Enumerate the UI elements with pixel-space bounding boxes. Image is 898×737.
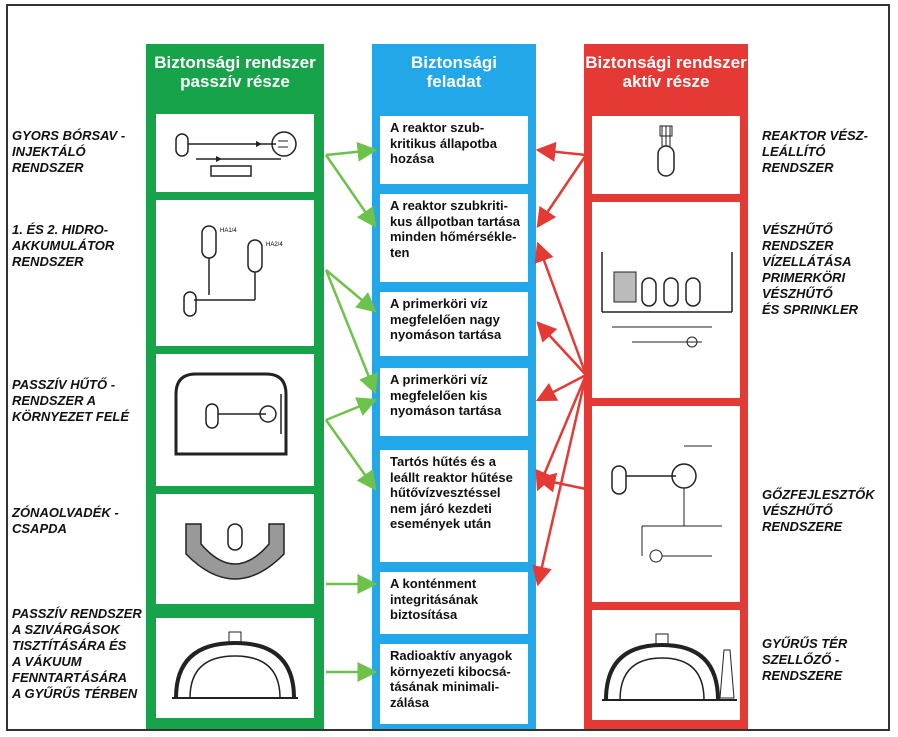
arrow-active-6 <box>535 374 588 492</box>
task-column-title: Biztonsági feladat <box>411 53 497 91</box>
arrow-active-4 <box>536 321 587 376</box>
label-annulus-passive: PASSZÍV RENDSZER A SZIVÁRGÁSOK TISZTÍTÁS… <box>12 606 142 701</box>
arrow-passive-3 <box>325 269 377 313</box>
label-core-catcher: ZÓNAOLVADÉK - CSAPDA <box>12 505 119 536</box>
emergency-cooling-schematic-icon <box>601 252 733 348</box>
arrow-active-7 <box>532 374 588 587</box>
active-diagram-scram <box>592 116 740 194</box>
label-hydro-accumulator: 1. ÉS 2. HIDRO- AKKUMULÁTOR RENDSZER <box>12 222 115 269</box>
arrow-active-2 <box>536 154 588 229</box>
passive-cooling-schematic-icon <box>174 372 288 456</box>
task-radioactive-release: Radioaktív anyagok környezeti kibocsá- t… <box>380 644 528 724</box>
active-diagram-annulus-ventilation <box>592 610 740 720</box>
arrow-passive-1 <box>325 141 378 162</box>
passive-arrows <box>324 141 378 682</box>
active-column-title: Biztonsági rendszer aktív része <box>585 53 747 91</box>
active-arrows <box>532 141 588 587</box>
label-sg-cooling: GŐZFEJLESZTŐK VÉSZHŰTŐ RENDSZERE <box>762 487 875 534</box>
label-emergency-cooling: VÉSZHŰTŐ RENDSZER VÍZELLÁTÁSA PRIMERKÖRI… <box>762 222 859 317</box>
arrow-active-1 <box>535 141 587 162</box>
active-column: Biztonsági rendszer aktív része <box>584 44 748 729</box>
arrow-active-3 <box>534 241 588 376</box>
passive-column: Biztonsági rendszer passzív része HA1/4 … <box>146 44 324 729</box>
active-diagram-emergency-cooling <box>592 202 740 398</box>
passive-diagram-core-catcher <box>156 494 314 604</box>
boric-injection-schematic-icon <box>175 131 297 177</box>
passive-diagram-boric <box>156 114 314 192</box>
task-high-pressure: A primerköri víz megfelelően nagy nyomás… <box>380 292 528 356</box>
scram-schematic-icon <box>657 125 675 177</box>
arrow-active-5 <box>535 373 587 402</box>
task-low-pressure: A primerköri víz megfelelően kis nyomáso… <box>380 368 528 436</box>
diagram-frame <box>6 4 890 731</box>
steam-generator-cooling-schematic-icon <box>611 445 722 563</box>
passive-diagram-annulus <box>156 618 314 718</box>
label-boric-acid-injection: GYORS BÓRSAV - INJEKTÁLÓ RENDSZER <box>12 128 126 175</box>
label-passive-cooling: PASSZÍV HŰTŐ - RENDSZER A KÖRNYEZET FELÉ <box>12 377 130 424</box>
core-catcher-schematic-icon <box>185 523 285 580</box>
active-diagram-sg-cooling <box>592 406 740 602</box>
accumulator-schematic-icon: HA1/4 HA2/4 <box>183 225 283 317</box>
task-long-term-cooling: Tartós hűtés és a leállt reaktor hűtése … <box>380 450 528 562</box>
arrow-passive-6 <box>324 419 377 492</box>
task-subcritical: A reaktor szub- kritikus állapotba hozás… <box>380 116 528 184</box>
arrow-passive-5 <box>325 397 378 422</box>
task-containment: A konténment integritásának biztosítása <box>380 572 528 634</box>
label-scram: REAKTOR VÉSZ- LEÁLLÍTÓ RENDSZER <box>762 128 868 175</box>
acc2-label: HA2/4 <box>266 242 283 248</box>
annulus-passive-schematic-icon <box>172 631 298 699</box>
arrow-passive-4 <box>324 269 378 395</box>
acc1-label: HA1/4 <box>220 228 237 234</box>
arrow-passive-2 <box>324 154 377 229</box>
passive-diagram-accumulator: HA1/4 HA2/4 <box>156 200 314 346</box>
passive-column-title: Biztonsági rendszer passzív része <box>154 53 316 91</box>
task-column: Biztonsági feladat A reaktor szub- kriti… <box>372 44 536 729</box>
passive-diagram-cooling <box>156 354 314 486</box>
arrow-active-8 <box>535 472 587 493</box>
task-keep-subcritical: A reaktor szubkriti- kus állpotban tartá… <box>380 194 528 282</box>
annulus-ventilation-schematic-icon <box>602 633 737 701</box>
label-annulus-ventilation: GYŰRŰS TÉR SZELLŐZŐ - RENDSZERE <box>762 636 848 683</box>
